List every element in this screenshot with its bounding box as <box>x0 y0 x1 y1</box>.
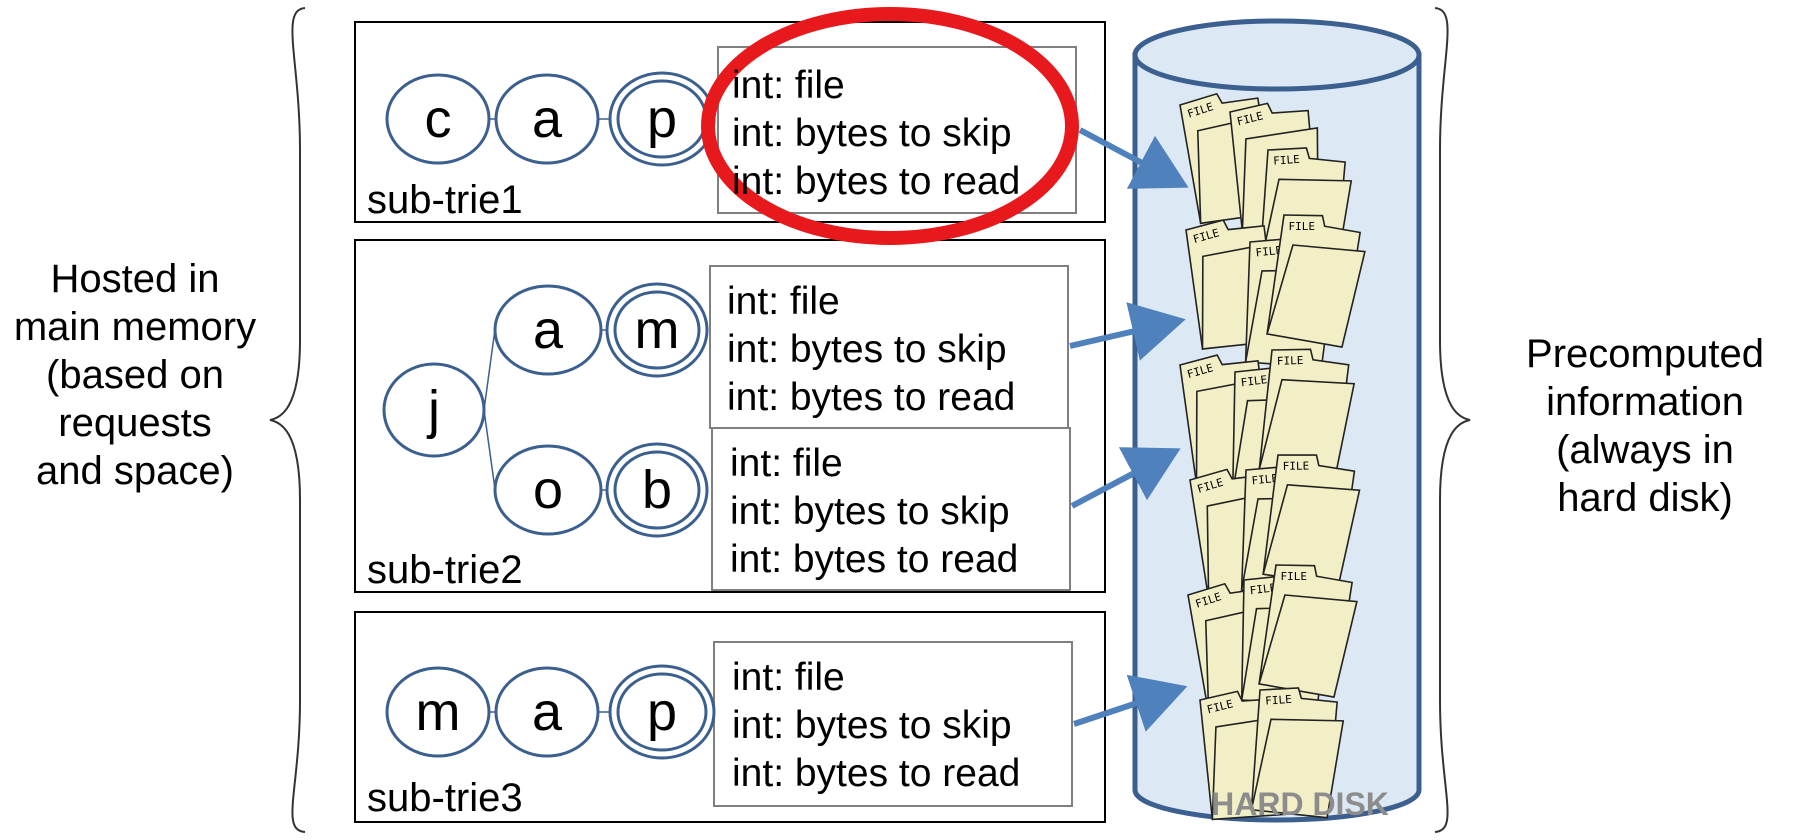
node-p-terminal: p <box>608 664 716 760</box>
file-folder-label: FILE <box>1251 472 1279 488</box>
svg-text:a: a <box>533 300 564 360</box>
hard-disk-label: HARD DISK <box>1211 786 1389 822</box>
sub-trie2-label: sub-trie2 <box>367 548 523 592</box>
node-m: m <box>385 666 491 758</box>
svg-text:p: p <box>647 89 677 149</box>
record-jam: int: file int: bytes to skip int: bytes … <box>727 278 1015 422</box>
arrow-job <box>1070 447 1181 509</box>
field-file: int: file <box>727 280 840 323</box>
svg-text:m: m <box>416 682 461 742</box>
field-file: int: file <box>730 442 843 485</box>
file-folder-icon: FILE <box>1266 214 1366 348</box>
file-folder-label: FILE <box>1283 459 1310 472</box>
record-map: int: file int: bytes to skip int: bytes … <box>732 654 1020 798</box>
record-cap: int: file int: bytes to skip int: bytes … <box>732 62 1020 206</box>
left-brace <box>269 7 306 833</box>
node-o: o <box>493 444 603 536</box>
file-folder-label: FILE <box>1249 581 1277 597</box>
right-brace-label: Precomputed information (always in hard … <box>1526 332 1764 520</box>
file-folder-label: FILE <box>1206 697 1235 716</box>
node-m-terminal: m <box>605 282 709 378</box>
left-brace-label: Hosted in main memory (based on requests… <box>13 257 257 493</box>
field-skip: int: bytes to skip <box>732 112 1012 155</box>
svg-text:p: p <box>647 682 677 742</box>
node-p-terminal: p <box>608 71 716 167</box>
node-j: j <box>382 362 486 458</box>
right-brace <box>1434 7 1471 833</box>
node-a: a <box>494 73 600 165</box>
arrow-jam <box>1069 302 1186 361</box>
arrows <box>1069 127 1189 732</box>
arrow-map <box>1073 674 1188 732</box>
record-job: int: file int: bytes to skip int: bytes … <box>730 440 1018 584</box>
node-a: a <box>494 666 600 758</box>
field-read: int: bytes to read <box>727 376 1016 419</box>
field-read: int: bytes to read <box>730 538 1019 581</box>
sub-trie1-label: sub-trie1 <box>367 178 523 222</box>
svg-text:a: a <box>532 89 563 149</box>
file-folder-label: FILE <box>1255 244 1283 260</box>
field-read: int: bytes to read <box>732 160 1021 203</box>
node-b-terminal: b <box>605 442 709 538</box>
svg-text:o: o <box>533 460 563 520</box>
file-folder-label: FILE <box>1273 153 1300 168</box>
field-skip: int: bytes to skip <box>732 704 1012 747</box>
svg-text:c: c <box>425 89 452 149</box>
file-folder-icon: FILE <box>1262 454 1361 587</box>
node-a: a <box>493 284 603 376</box>
svg-text:j: j <box>426 380 440 440</box>
field-file: int: file <box>732 64 845 107</box>
svg-text:m: m <box>635 300 680 360</box>
arrow-cap <box>1078 127 1189 189</box>
node-c: c <box>385 73 491 165</box>
sub-trie3-label: sub-trie3 <box>367 776 523 820</box>
file-folder-label: FILE <box>1236 109 1265 128</box>
highlight-ellipse <box>701 7 1079 245</box>
record-box-cap <box>717 46 1077 214</box>
file-folder-label: FILE <box>1288 220 1315 233</box>
record-box-map <box>713 641 1073 807</box>
svg-text:a: a <box>532 682 563 742</box>
file-folder-icon: FILE <box>1258 564 1358 698</box>
field-skip: int: bytes to skip <box>730 490 1010 533</box>
field-file: int: file <box>732 656 845 699</box>
field-skip: int: bytes to skip <box>727 328 1007 371</box>
field-read: int: bytes to read <box>732 752 1021 795</box>
svg-text:b: b <box>642 460 672 520</box>
file-folder-label: FILE <box>1277 354 1304 368</box>
record-box-job <box>711 427 1071 591</box>
file-folder-label: FILE <box>1265 693 1292 708</box>
record-box-jam <box>709 265 1069 429</box>
file-folder-icon: FILE <box>1250 687 1345 819</box>
file-folder-label: FILE <box>1280 570 1307 583</box>
file-folder-label: FILE <box>1240 373 1268 389</box>
